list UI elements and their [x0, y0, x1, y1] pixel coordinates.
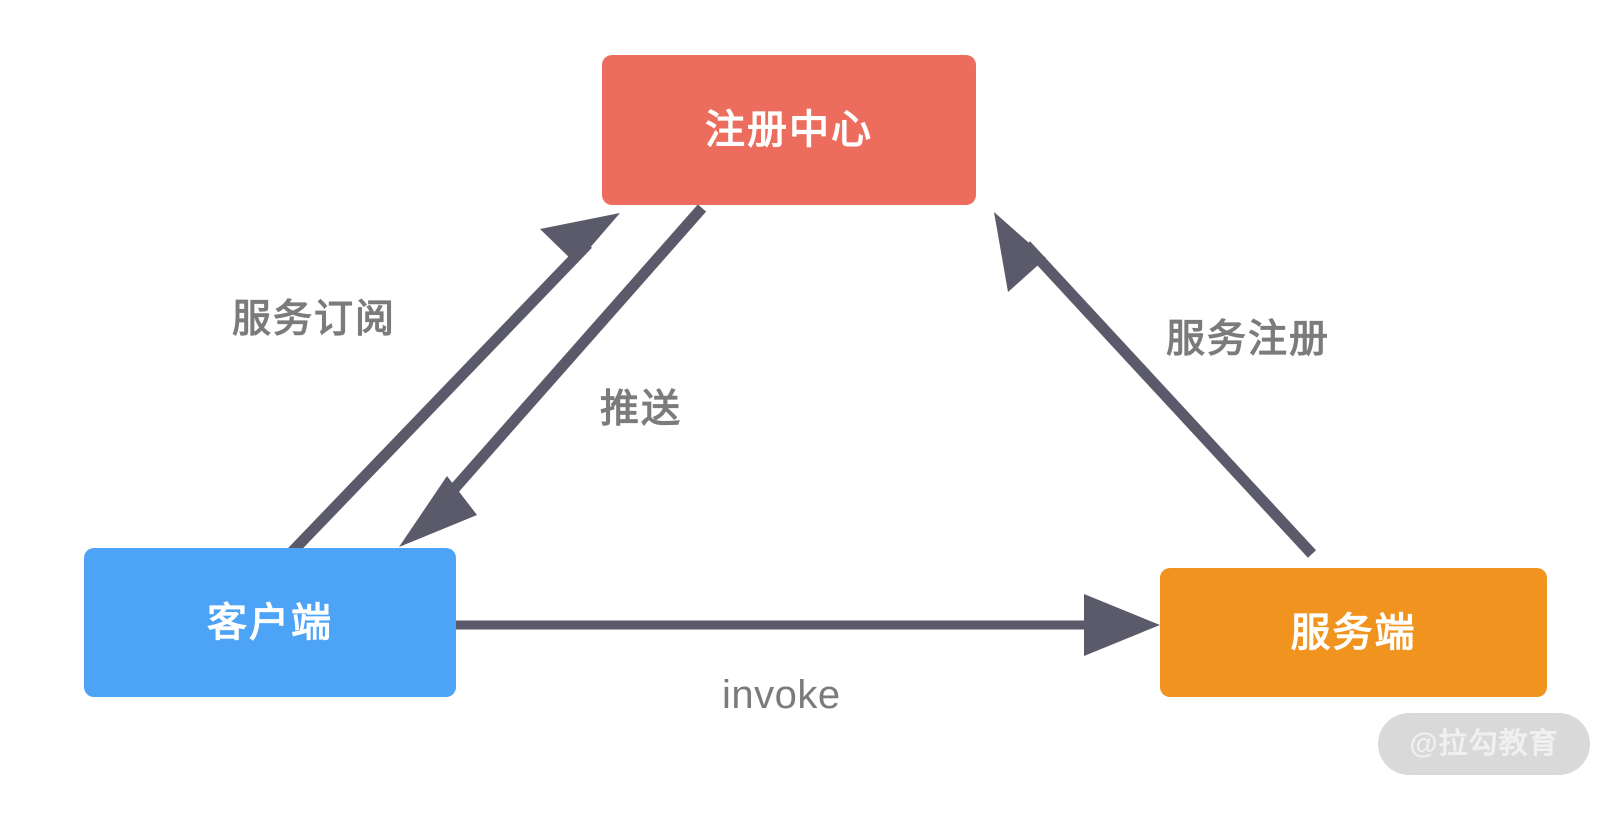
- node-registry-center-label: 注册中心: [705, 108, 873, 152]
- edge-label-subscribe: 服务订阅: [232, 298, 397, 341]
- watermark-badge: @拉勾教育: [1378, 713, 1590, 775]
- edge-push-line: [427, 204, 707, 518]
- node-registry-center[interactable]: 注册中心: [602, 55, 976, 205]
- edge-invoke-arrowhead: [1084, 594, 1160, 656]
- edge-register-arrowhead: [994, 212, 1046, 292]
- edge-register-line: [1021, 241, 1317, 558]
- edge-subscribe-line: [284, 240, 592, 560]
- edge-invoke: [456, 594, 1160, 656]
- edge-label-register: 服务注册: [1166, 318, 1331, 361]
- watermark-text: @拉勾教育: [1409, 727, 1559, 760]
- edge-subscribe: [284, 213, 620, 560]
- edge-label-invoke: invoke: [722, 673, 841, 717]
- node-client-label: 客户端: [207, 600, 333, 645]
- edge-push: [399, 204, 707, 547]
- edge-label-push: 推送: [600, 388, 683, 431]
- node-server[interactable]: 服务端: [1160, 568, 1547, 697]
- edge-register: [994, 212, 1317, 558]
- edge-subscribe-arrowhead: [540, 213, 620, 264]
- edge-push-arrowhead: [399, 476, 477, 547]
- node-server-label: 服务端: [1290, 610, 1417, 655]
- node-client[interactable]: 客户端: [84, 548, 456, 697]
